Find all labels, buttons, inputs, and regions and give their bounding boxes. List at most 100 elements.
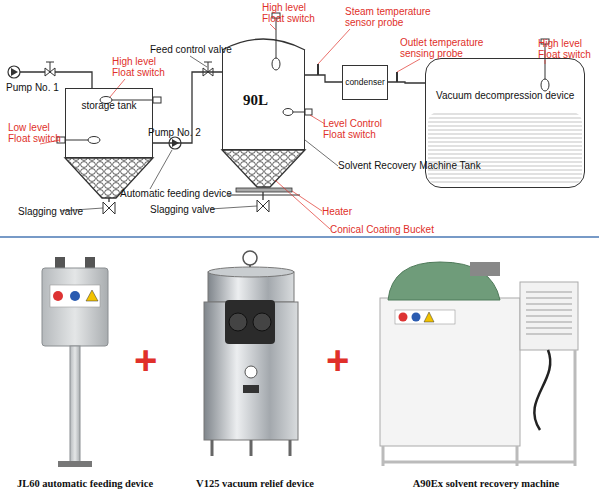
warning-icon bbox=[53, 291, 63, 301]
connector bbox=[85, 257, 95, 269]
plus-sign: + bbox=[326, 340, 349, 380]
machine-cabinet bbox=[380, 298, 520, 446]
leader-line bbox=[397, 59, 420, 72]
leader-line bbox=[150, 150, 172, 189]
pressure-gauge bbox=[245, 366, 257, 378]
plus-sign: + bbox=[134, 340, 157, 380]
leader-line bbox=[190, 56, 207, 67]
warning-icon bbox=[86, 290, 98, 301]
recovery-machine-photo bbox=[380, 262, 578, 466]
leader-line bbox=[310, 115, 325, 124]
leader-lines bbox=[60, 56, 338, 211]
machine-tank: 90L bbox=[222, 50, 305, 150]
valve-handle bbox=[46, 62, 54, 72]
callout-label: Automatic feeding device bbox=[120, 188, 232, 199]
node-label: JL60 automatic feeding device bbox=[10, 478, 160, 489]
node-label: 90L bbox=[243, 92, 268, 109]
stand-base bbox=[58, 461, 92, 467]
separator-line bbox=[0, 236, 599, 238]
leader-line bbox=[270, 24, 276, 30]
leader-lines bbox=[40, 24, 545, 229]
pressure-gauge bbox=[243, 251, 257, 265]
frame-line bbox=[228, 195, 300, 196]
callout-label: Pump No. 2 bbox=[148, 127, 201, 138]
sticker bbox=[50, 285, 100, 307]
callout-label: High level Float switch bbox=[112, 56, 172, 78]
leader-line bbox=[545, 60, 546, 64]
node-label: Vacuum decompression device bbox=[436, 90, 574, 101]
float-symbol bbox=[541, 79, 549, 91]
node-label: condenser bbox=[343, 77, 387, 87]
pipe bbox=[108, 198, 109, 202]
leader-line bbox=[318, 29, 350, 64]
pump-symbol bbox=[11, 68, 18, 76]
pump-chamber bbox=[253, 313, 271, 331]
leader-line bbox=[305, 140, 338, 166]
device-body bbox=[42, 268, 108, 346]
condenser-box: condenser bbox=[342, 65, 388, 100]
callout-label: Pump No. 1 bbox=[6, 82, 59, 93]
leader-line bbox=[275, 180, 330, 229]
callout-label: Slagging valve bbox=[18, 206, 83, 217]
float-symbol bbox=[283, 109, 293, 116]
callout-label: Heater bbox=[322, 206, 352, 217]
product-panel: A90Ex solvent recovery machine bbox=[380, 250, 592, 495]
warning-icon bbox=[412, 313, 421, 322]
storage-tank: storage tank bbox=[65, 88, 153, 158]
callout-label: Solvent Recovery Machine Tank bbox=[338, 160, 481, 171]
hose bbox=[534, 350, 550, 430]
pump-chamber bbox=[229, 313, 247, 331]
node-label: V125 vacuum relief device bbox=[180, 478, 330, 489]
warning-icon bbox=[424, 312, 434, 322]
probe-symbol bbox=[396, 72, 398, 82]
product-panel: V125 vacuum relief device bbox=[180, 250, 330, 495]
vessel-top bbox=[208, 267, 294, 277]
float-symbol bbox=[272, 58, 280, 70]
pipe bbox=[262, 192, 263, 200]
callout-label: Steam temperature sensor probe bbox=[345, 6, 440, 28]
callout-label: Conical Coating Bucket bbox=[330, 224, 434, 235]
pipe-connector bbox=[305, 75, 342, 82]
valve-handle bbox=[204, 62, 212, 72]
callout-label: Outlet temperature sensing probe bbox=[400, 37, 495, 59]
vessel-legs bbox=[212, 440, 290, 456]
machine-lid bbox=[388, 262, 500, 300]
feeding-device-photo bbox=[42, 257, 108, 467]
valve-symbol bbox=[257, 200, 269, 212]
switch bbox=[243, 385, 259, 393]
condenser-unit bbox=[520, 282, 578, 350]
callout-label: Low level Float switch bbox=[8, 122, 68, 144]
probe-symbol bbox=[317, 64, 319, 75]
callout-label: High level Float switch bbox=[262, 2, 322, 24]
pump-symbol bbox=[169, 137, 181, 149]
warning-icon bbox=[70, 291, 80, 301]
callout-label: Slagging valve bbox=[150, 204, 215, 215]
valve-symbol bbox=[103, 202, 115, 214]
vent-lines bbox=[526, 292, 572, 334]
pipe-connector bbox=[388, 82, 425, 83]
switch-body bbox=[153, 97, 161, 103]
conical-bucket bbox=[222, 150, 305, 187]
machine-stand bbox=[383, 350, 575, 466]
float-symbol bbox=[88, 137, 100, 144]
node-label: A90Ex solvent recovery machine bbox=[380, 478, 592, 489]
stand-pole bbox=[70, 346, 80, 462]
heater-symbol bbox=[236, 188, 292, 192]
switch-body bbox=[305, 109, 312, 115]
callout-label: High level Float switch bbox=[538, 38, 598, 60]
leader-line bbox=[292, 191, 322, 211]
vacuum-relief-photo bbox=[204, 251, 298, 456]
callout-label: Feed control valve bbox=[150, 44, 232, 55]
callout-label: Level Control Float switch bbox=[323, 118, 393, 140]
lid-clamp bbox=[470, 262, 500, 276]
connector bbox=[55, 257, 65, 269]
pump-symbol bbox=[8, 66, 20, 78]
node-label: storage tank bbox=[66, 100, 152, 111]
sticker bbox=[395, 310, 455, 324]
warning-icon bbox=[399, 313, 408, 322]
leader-line bbox=[210, 206, 257, 209]
diaphragm-pump bbox=[225, 300, 275, 344]
